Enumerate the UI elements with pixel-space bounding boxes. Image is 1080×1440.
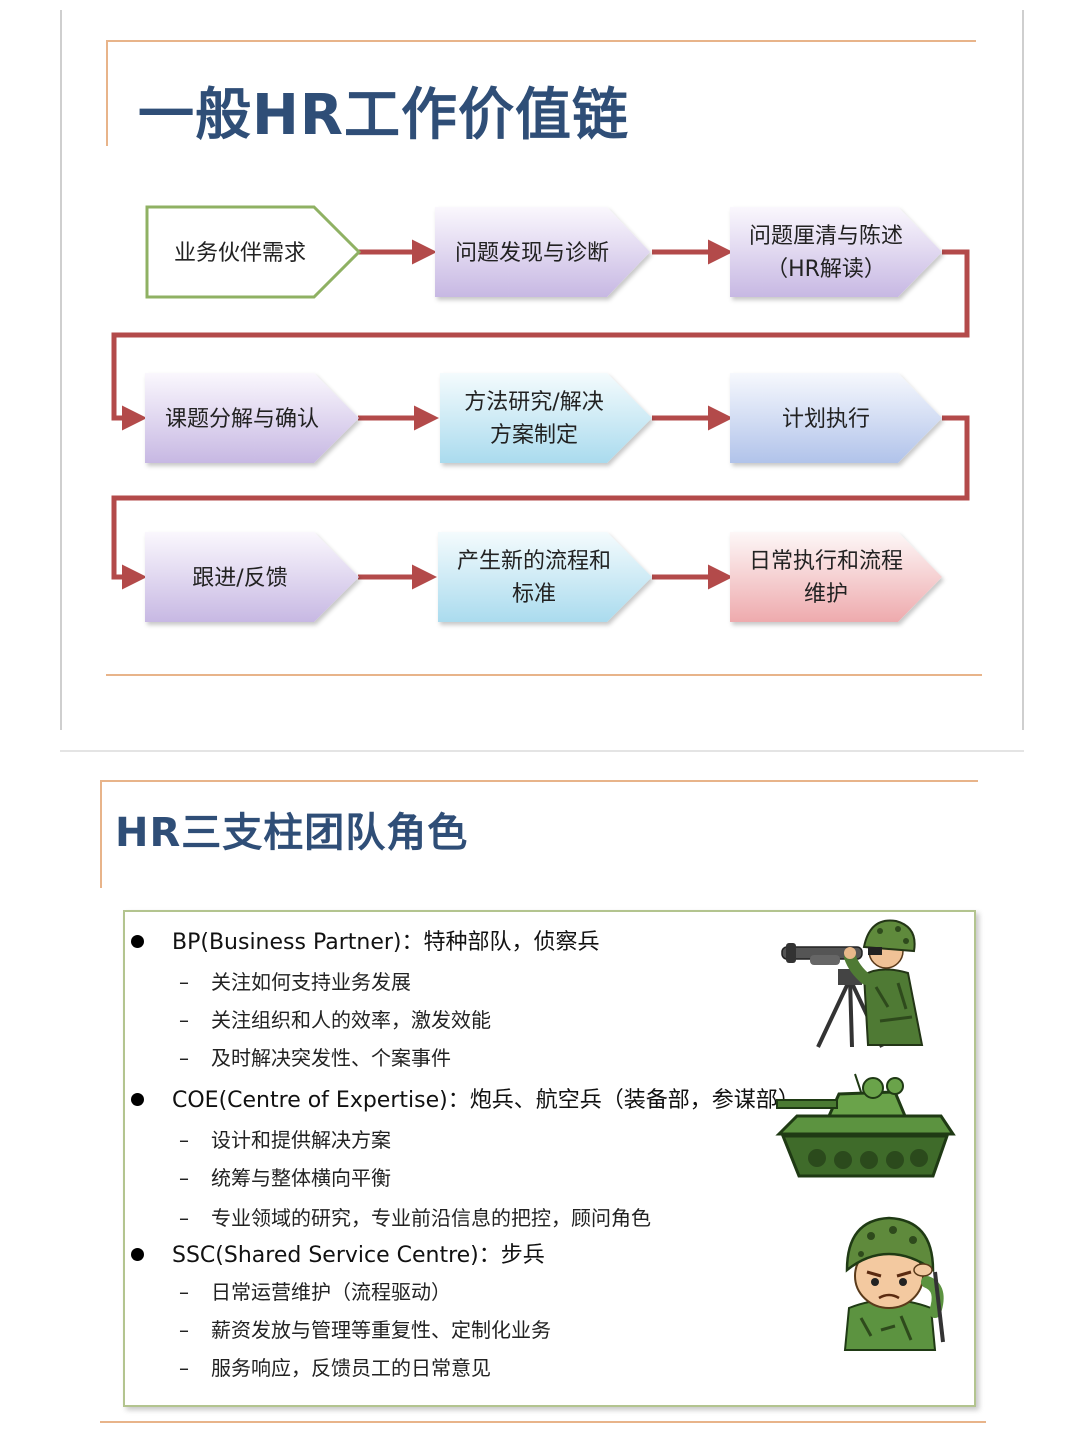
step-label-line2: 方案制定 (490, 423, 578, 448)
role-ssc-item: –服务响应，反馈员工的日常意见 (179, 1356, 491, 1380)
connector-3-4 (111, 249, 970, 431)
step-label: 跟进/反馈 (192, 566, 287, 591)
value-chain-flow: 业务伙伴需求 问题发现与诊断 问题厘清与陈述 （HR解读） 课题分解与确认 方法… (111, 205, 970, 622)
role-coe-item: –专业领域的研究，专业前沿信息的把控，顾问角色 (179, 1206, 651, 1230)
role-bp-heading: BP(Business Partner)：特种部队，侦察兵 (131, 924, 600, 956)
role-ssc-item: –日常运营维护（流程驱动） (179, 1280, 451, 1304)
flow-step-9: 日常执行和流程 维护 (730, 532, 942, 622)
step-label-line1: 问题厘清与陈述 (749, 224, 903, 249)
flow-step-2: 问题发现与诊断 (435, 207, 650, 297)
step-label: 问题发现与诊断 (455, 241, 609, 266)
step-label-line2: 维护 (804, 582, 848, 607)
flow-step-3: 问题厘清与陈述 （HR解读） (730, 207, 942, 297)
slide-top-rule (106, 40, 976, 42)
three-pillars-slide: HR三支柱团队角色 BP(Business Partner)：特种部队，侦察兵 … (60, 760, 1024, 1440)
slide-left-rule (100, 780, 102, 888)
step-label: 业务伙伴需求 (174, 241, 306, 266)
slide-bottom-rule (100, 1421, 986, 1423)
step-label-line1: 产生新的流程和 (457, 549, 611, 574)
slide-top-rule (100, 780, 978, 782)
flow-step-1: 业务伙伴需求 (145, 205, 362, 299)
role-bp-item: –关注如何支持业务发展 (179, 970, 411, 994)
step-label-line2: 标准 (512, 582, 556, 607)
flow-connectors (111, 239, 970, 590)
tank-icon (775, 1073, 956, 1178)
bullet-dot (131, 934, 144, 948)
bullet-dot (131, 1247, 144, 1261)
sniper-soldier-icon (781, 919, 924, 1048)
flow-step-7: 跟进/反馈 (145, 532, 359, 622)
connector-6-7 (111, 415, 970, 590)
value-chain-slide: 一般HR工作价值链 (60, 10, 1024, 730)
role-coe-item: –设计和提供解决方案 (179, 1128, 391, 1152)
role-bp-item: –及时解决突发性、个案事件 (179, 1046, 451, 1070)
saluting-soldier-icon (843, 1216, 945, 1351)
slide-left-rule (106, 40, 108, 146)
role-panel: BP(Business Partner)：特种部队，侦察兵 –关注如何支持业务发… (123, 910, 976, 1407)
step-label-line1: 方法研究/解决 (464, 390, 603, 415)
step-label-line1: 日常执行和流程 (749, 549, 903, 574)
flow-step-6: 计划执行 (730, 373, 942, 463)
role-bp-item: –关注组织和人的效率，激发效能 (179, 1008, 491, 1032)
step-label: 计划执行 (782, 407, 870, 432)
role-coe-heading: COE(Centre of Expertise)：炮兵、航空兵（装备部，参谋部） (131, 1082, 800, 1114)
flow-step-8: 产生新的流程和 标准 (438, 532, 652, 622)
slide-bottom-rule (106, 674, 982, 676)
role-ssc-heading: SSC(Shared Service Centre)：步兵 (131, 1237, 545, 1269)
role-ssc-item: –薪资发放与管理等重复性、定制化业务 (179, 1318, 551, 1342)
slide-title: HR三支柱团队角色 (115, 810, 469, 856)
role-coe-item: –统筹与整体横向平衡 (179, 1166, 391, 1190)
step-label: 课题分解与确认 (165, 407, 319, 432)
bullet-dot (131, 1092, 144, 1106)
slide-separator (60, 750, 1024, 752)
flow-step-4: 课题分解与确认 (145, 373, 359, 463)
step-label-line2: （HR解读） (766, 257, 886, 282)
flow-step-5: 方法研究/解决 方案制定 (440, 373, 652, 463)
slide-title: 一般HR工作价值链 (138, 83, 629, 148)
